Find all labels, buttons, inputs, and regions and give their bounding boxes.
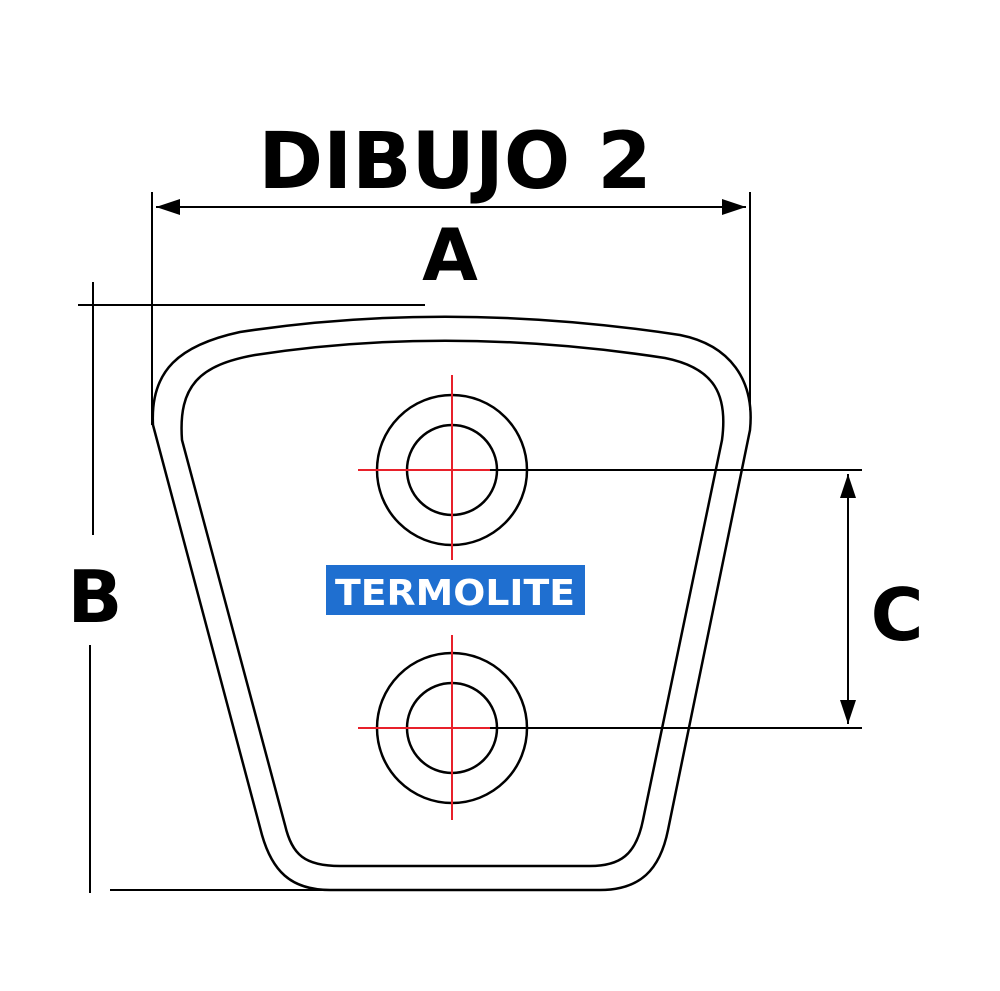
dimension-c — [490, 469, 862, 729]
dimension-a-label: A — [422, 213, 478, 297]
dimension-b-label: B — [68, 555, 123, 639]
pad-inner-outline — [180, 339, 725, 868]
logo-text: TERMOLITE — [335, 573, 575, 614]
drawing-title: DIBUJO 2 — [258, 117, 651, 207]
dimension-c-label: C — [871, 573, 924, 657]
dimension-b — [78, 282, 425, 893]
termolite-logo: TERMOLITE — [326, 565, 585, 615]
pad-outer-outline — [151, 315, 752, 892]
dimension-a — [151, 192, 751, 425]
